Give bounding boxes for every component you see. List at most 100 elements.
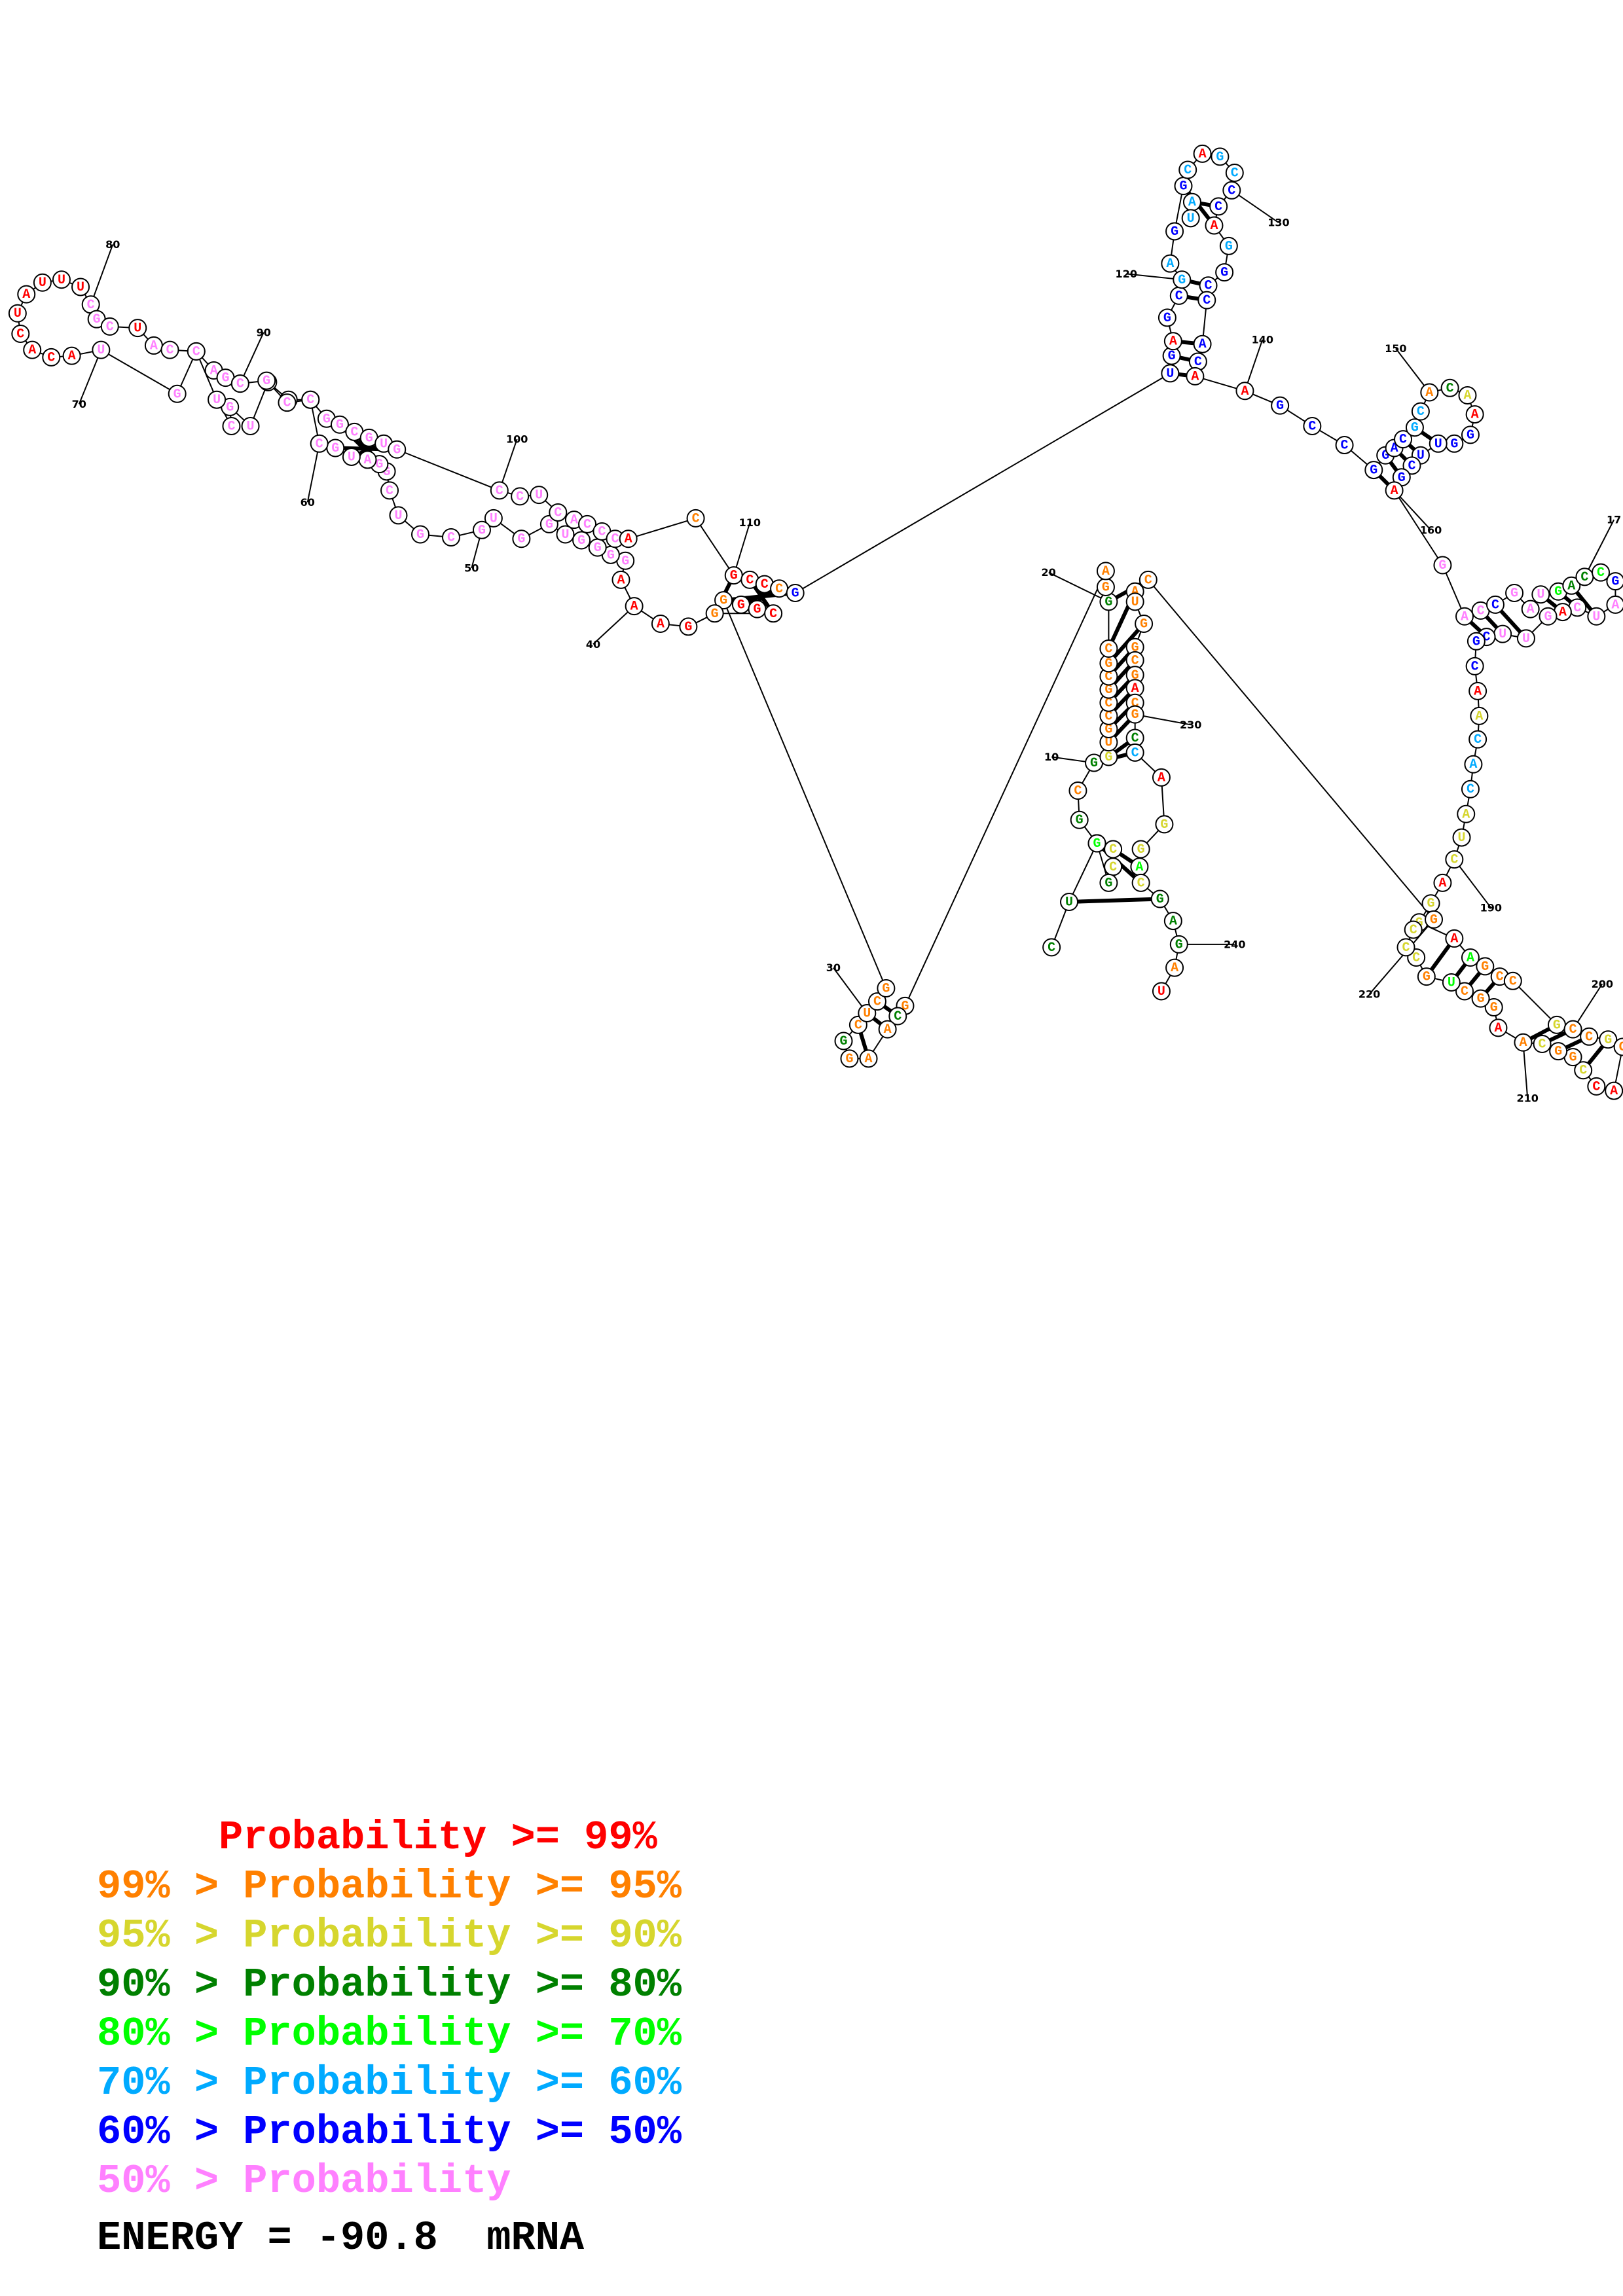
nucleotide-circle (168, 384, 187, 403)
nucleotide-base-label: C (516, 490, 524, 505)
nucleotide: A (1521, 600, 1540, 619)
nucleotide: C (1125, 743, 1144, 762)
nucleotide-circle (278, 393, 297, 412)
nucleotide-circle (1471, 989, 1490, 1008)
nucleotide-circle (1070, 810, 1089, 829)
nucleotide: C (867, 992, 886, 1011)
nucleotide-base-label: U (97, 343, 105, 358)
nucleotide-base-label: U (213, 393, 221, 408)
nucleotide-circle (230, 374, 249, 393)
nucleotide-circle (1155, 815, 1174, 834)
nucleotide-base-label: A (210, 363, 218, 378)
nucleotide-circle (877, 978, 896, 997)
position-label: 210 (1516, 1092, 1538, 1104)
nucleotide: A (1235, 382, 1254, 401)
nucleotide: C (1407, 948, 1426, 967)
backbone-segment (695, 518, 735, 576)
nucleotide: G (1099, 592, 1118, 611)
nucleotide-base-label: G (1168, 349, 1176, 364)
nucleotide-base-label: G (1220, 266, 1228, 281)
nucleotide: U (1181, 209, 1200, 228)
backbone-segment (1148, 579, 1434, 920)
nucleotide-circle (1417, 967, 1436, 986)
nucleotide-circle (380, 481, 399, 500)
nucleotide-base-label: C (1471, 659, 1479, 674)
nucleotide-circle (1186, 367, 1205, 386)
nucleotide: G (1364, 461, 1383, 480)
legend-row-p95: 99% > Probability >= 95% (97, 1863, 682, 1910)
nucleotide-base-label: G (1569, 1050, 1577, 1066)
nucleotide: C (1404, 920, 1423, 939)
position-label: 90 (257, 326, 271, 338)
nucleotide: G (834, 1031, 853, 1050)
nucleotide-base-label: A (1527, 602, 1535, 617)
nucleotide: C (1394, 430, 1413, 449)
nucleotide: A (611, 570, 630, 589)
nucleotide-base-label: G (1178, 273, 1186, 288)
nucleotide: U (1060, 892, 1079, 911)
nucleotide-base-label: G (1411, 421, 1419, 436)
legend-row-p50: 60% > Probability >= 50% (97, 2109, 682, 2155)
nucleotide-circle (1042, 938, 1061, 957)
nucleotide-base-label: C (1450, 853, 1458, 868)
nucleotide: U (389, 506, 408, 525)
nucleotide-circle (1563, 1020, 1582, 1039)
nucleotide-base-label: A (1438, 876, 1446, 891)
nucleotide-base-label: G (1490, 1001, 1498, 1016)
nucleotide-base-label: A (1169, 914, 1177, 929)
nucleotide-base-label: U (1187, 211, 1195, 226)
nucleotide-base-label: U (77, 280, 84, 295)
nucleotide: G (1471, 989, 1490, 1008)
nucleotide-base-label: U (39, 276, 46, 291)
nucleotide-circle (1163, 332, 1182, 351)
legend-row-p70: 80% > Probability >= 70% (97, 2011, 682, 2057)
nucleotide-circle (301, 390, 320, 409)
nucleotide-circle (23, 340, 42, 359)
nucleotide: U (8, 304, 27, 323)
nucleotide-base-label: U (380, 437, 388, 452)
legend-row-p90: 95% > Probability >= 90% (97, 1912, 682, 1959)
nucleotide-circle (208, 390, 227, 409)
position-tick-line (1453, 859, 1492, 908)
nucleotide-base-label: A (1611, 598, 1619, 613)
nucleotide-circle (1303, 416, 1322, 435)
nucleotide-circle (128, 319, 147, 338)
nucleotide: A (1468, 681, 1487, 700)
nucleotide: G (330, 415, 349, 434)
nucleotide: C (230, 374, 249, 393)
position-tick-line (1522, 1042, 1529, 1098)
nucleotide: G (724, 566, 743, 585)
nucleotide-base-label: A (1166, 257, 1174, 272)
nucleotide-circle (1335, 436, 1354, 455)
nucleotide-base-label: C (1417, 404, 1425, 420)
position-label: 50 (464, 562, 479, 574)
nucleotide-circle (1592, 563, 1611, 582)
nucleotide: A (1562, 576, 1581, 595)
nucleotide: C (1486, 595, 1504, 614)
nucleotide: G (1150, 889, 1169, 908)
nucleotide: A (1606, 595, 1623, 614)
nucleotide-base-label: C (1412, 950, 1420, 965)
nucleotide-base-label: C (1474, 732, 1482, 747)
backbone-segment (1393, 490, 1444, 566)
nucleotide: C (42, 348, 61, 367)
nucleotide: A (1455, 607, 1474, 626)
nucleotide: A (1165, 958, 1184, 977)
position-label: 220 (1359, 988, 1380, 1000)
nucleotide: C (1104, 840, 1123, 859)
nucleotide-base-label: G (221, 371, 229, 386)
nucleotide-base-label: A (1131, 681, 1139, 696)
nucleotide-base-label: G (416, 528, 424, 543)
nucleotide-base-label: C (1205, 279, 1213, 294)
nucleotide-base-label: C (1074, 783, 1082, 798)
nucleotide-circle (1445, 929, 1464, 948)
nucleotide: C (1503, 971, 1522, 990)
nucleotide-circle (310, 434, 329, 453)
position-label: 17 (1607, 514, 1621, 526)
nucleotide-circle (1503, 971, 1522, 990)
nucleotide-base-label: C (775, 582, 783, 597)
nucleotide: G (1158, 308, 1176, 327)
nucleotide: G (1131, 840, 1150, 859)
nucleotide-base-label: C (1573, 601, 1581, 616)
nucleotide-circle (1131, 840, 1150, 859)
